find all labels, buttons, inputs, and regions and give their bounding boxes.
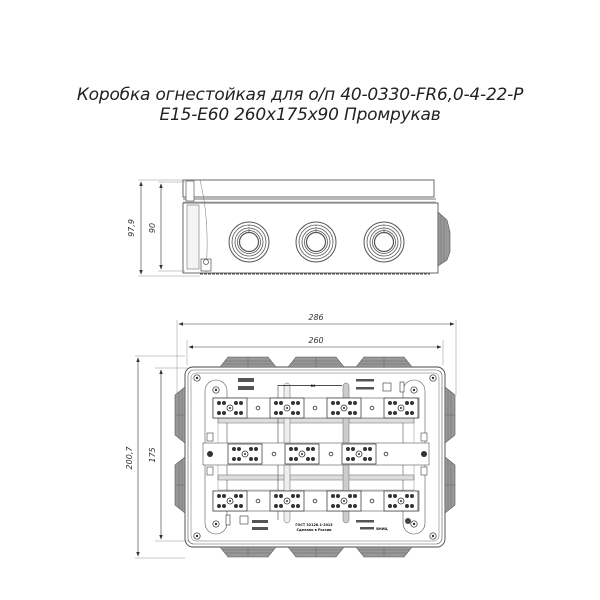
top-view: 286 260 bbox=[125, 313, 457, 559]
dim-body-height: 90 bbox=[148, 223, 157, 233]
drawing-title-line-2: E15-E60 260x175x90 Промрукав bbox=[159, 105, 441, 125]
dim-body-width: 260 bbox=[308, 336, 323, 345]
side-view: 97,9 90 bbox=[127, 179, 451, 277]
terminal-row-middle bbox=[227, 443, 389, 465]
terminal-row-bottom bbox=[212, 490, 420, 512]
dim-total-height: 97,9 bbox=[127, 219, 136, 237]
dim-total-width: 286 bbox=[308, 313, 323, 322]
certification-mark: ВНИЦ bbox=[376, 527, 387, 531]
terminal-row-top bbox=[212, 397, 420, 419]
gost-marking: ГОСТ 32126.1-2013 bbox=[295, 523, 333, 527]
dim-body-depth: 175 bbox=[148, 447, 157, 462]
inner-dim-label: 80 bbox=[311, 384, 316, 388]
drawing-title-line-1: Коробка огнестойкая для о/п 40-0330-FR6,… bbox=[76, 85, 524, 105]
dim-total-depth: 200,7 bbox=[125, 446, 134, 470]
made-in-russia-marking: Сделано в России bbox=[296, 528, 332, 532]
